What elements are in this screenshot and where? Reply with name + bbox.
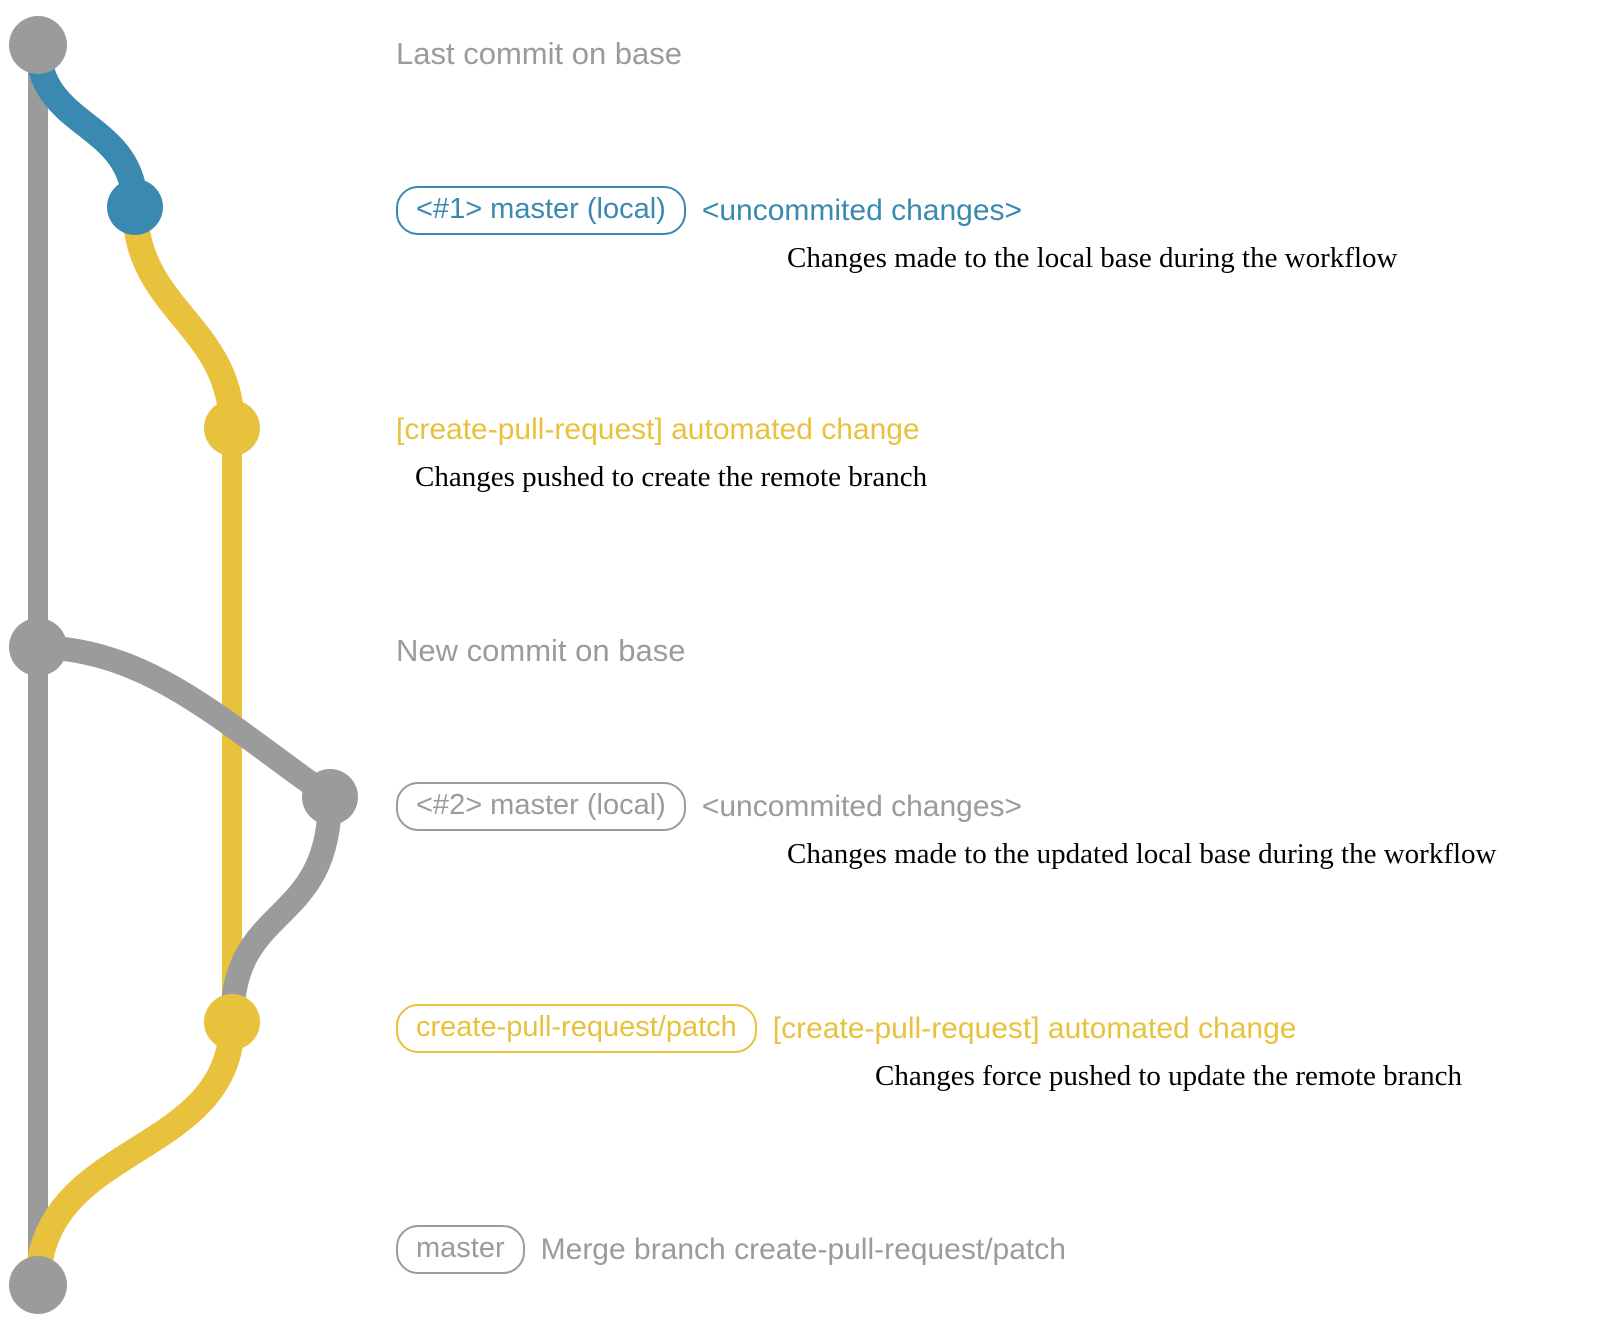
commit-node-new-commit-on-base[interactable] [9,618,67,676]
commit-subject-master-local-2: <uncommited changes> [701,789,1023,823]
commit-note-master-local-2: Changes made to the updated local base d… [787,838,1497,870]
commit-note-master-local-1: Changes made to the local base during th… [787,242,1398,274]
updated-local-branch-line [26,635,342,809]
commit-subject-master-local-1: <uncommited changes> [701,193,1023,227]
heading-new-commit-on-base: New commit on base [396,633,686,668]
commit-subject-merge: Merge branch create-pull-request/patch [540,1232,1066,1266]
ref-badge-master-local-2[interactable]: <#2> master (local) [396,782,686,831]
commit-row-automated-change-1: [create-pull-request] automated change [396,415,920,445]
merge-line [25,1009,245,1298]
force-push-line [220,785,342,1034]
commit-subject-automated-change-1: [create-pull-request] automated change [396,413,920,446]
commit-note-automated-change-1: Changes pushed to create the remote bran… [415,461,928,493]
commit-node-automated-change-1[interactable] [204,400,260,456]
ref-badge-master-local-1[interactable]: <#1> master (local) [396,186,686,235]
ref-badge-create-pull-request-patch[interactable]: create-pull-request/patch [396,1004,757,1053]
commit-row-master-local-1: <#1> master (local) <uncommited changes> [396,186,1022,235]
commit-node-last-commit-on-base[interactable] [9,16,67,74]
commit-row-master-local-2: <#2> master (local) <uncommited changes> [396,782,1022,831]
remote-branch-line-1 [122,194,245,441]
commit-note-automated-change-2: Changes force pushed to update the remot… [875,1060,1463,1092]
commit-node-automated-change-2[interactable] [204,994,260,1050]
ref-badge-master[interactable]: master [396,1225,525,1274]
heading-last-commit-on-base: Last commit on base [396,36,683,71]
commit-node-merge[interactable] [9,1256,67,1314]
commit-node-master-local-2[interactable] [302,769,358,825]
commit-node-master-local-1[interactable] [107,179,163,235]
commit-graph-canvas [9,16,358,1314]
commit-row-merge: master Merge branch create-pull-request/… [396,1225,1066,1274]
commit-row-automated-change-2: create-pull-request/patch [create-pull-r… [396,1004,1296,1053]
commit-subject-automated-change-2: [create-pull-request] automated change [772,1011,1297,1045]
